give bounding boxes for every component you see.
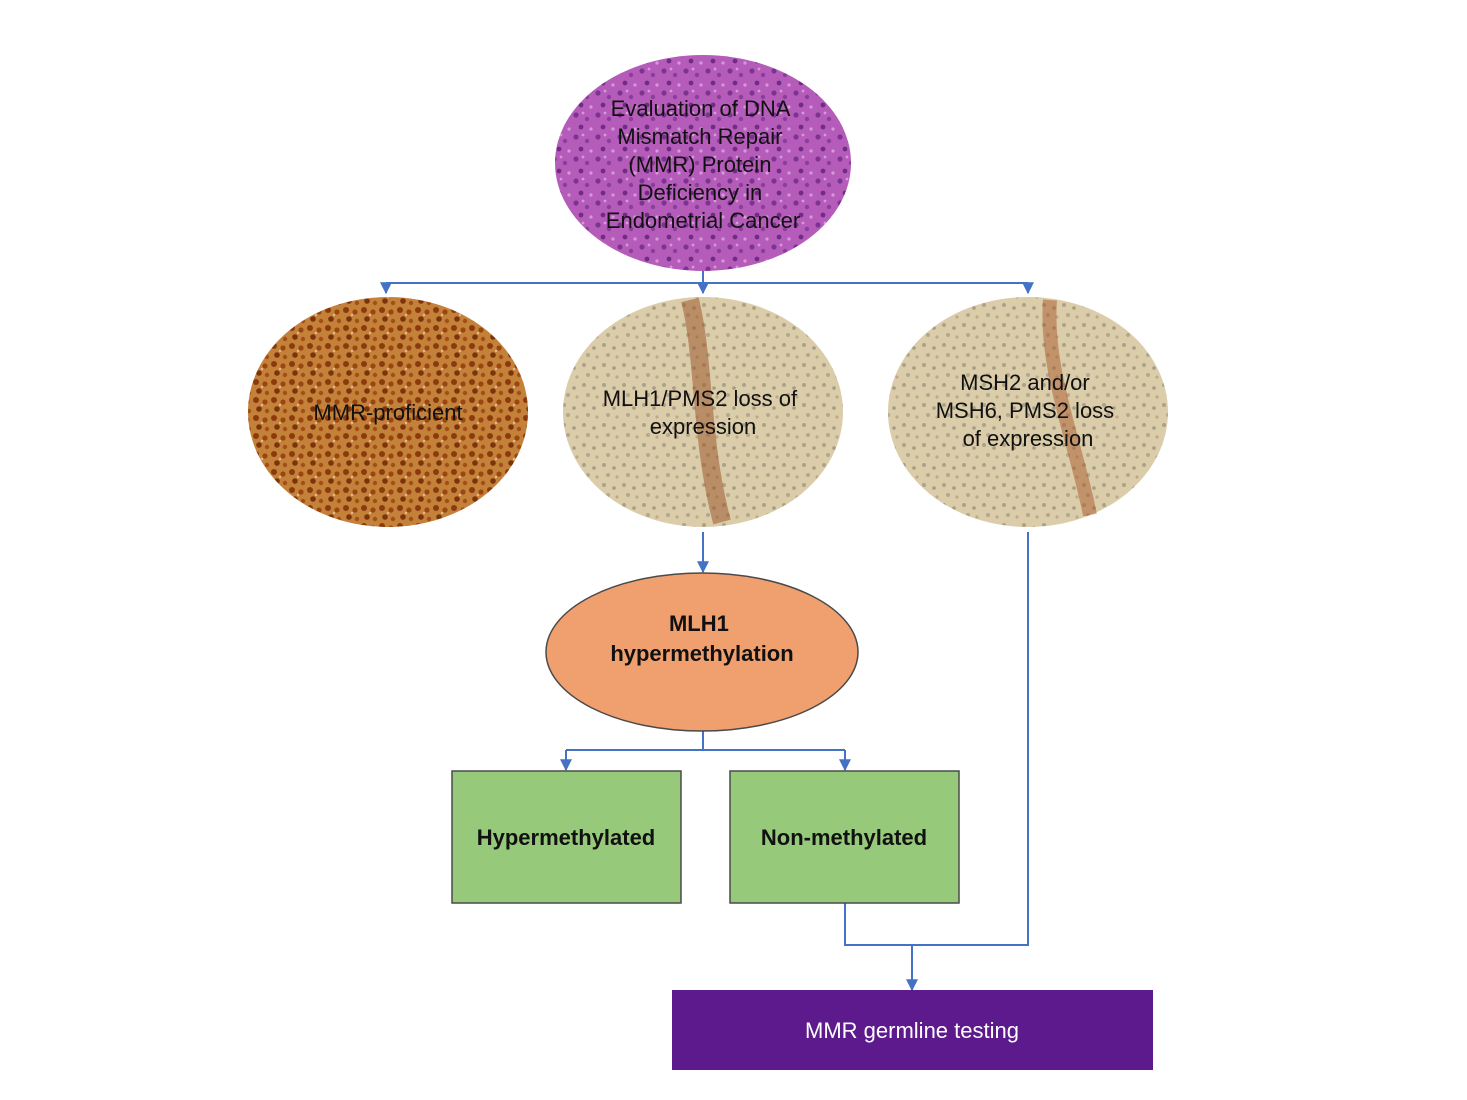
methylation-ellipse [545, 572, 859, 732]
svg-text:MMR-proficient: MMR-proficient [313, 400, 462, 425]
hypermethylated-box [451, 770, 682, 904]
root-line-3: (MMR) Protein [628, 152, 771, 177]
msh-loss-line-1: MSH2 and/or [960, 370, 1090, 395]
msh-loss-node: MSH2 and/or MSH6, PMS2 loss of expressio… [888, 297, 1168, 527]
germline-box [672, 990, 1153, 1070]
mlh1-loss-line-1: MLH1/PMS2 loss of [603, 386, 798, 411]
svg-text:Evaluation of DNA Mismat: Evaluation of DNA Mismatch Repair (MMR) … [606, 96, 800, 233]
non-methylated-box [729, 770, 960, 904]
msh-loss-to-join [912, 532, 1029, 946]
non-methylated-label: Non-methylated [761, 825, 927, 850]
non-methylated-node: Non-methylated [729, 770, 960, 904]
svg-text:MLH1/PMS2 loss of expres: MLH1/PMS2 loss of expression [603, 386, 804, 439]
root-line-2: Mismatch Repair [617, 124, 782, 149]
mlh1-loss-node: MLH1/PMS2 loss of expression [563, 297, 843, 527]
msh-loss-stroma-band [1042, 299, 1097, 517]
root-node: Evaluation of DNA Mismatch Repair (MMR) … [555, 55, 851, 271]
root-histology-image [555, 55, 851, 271]
proficient-line-1: MMR-proficient [313, 400, 462, 425]
proficient-ihc-image [248, 297, 528, 527]
non-methylated-to-join [844, 903, 912, 946]
hypermethylated-label: Hypermethylated [477, 825, 656, 850]
svg-text:MLH1 hypermethylation: MLH1 hypermethylation [610, 611, 793, 666]
proficient-node: MMR-proficient [248, 297, 528, 527]
msh-loss-ihc-image [888, 297, 1168, 527]
methylation-line-2: hypermethylation [610, 641, 793, 666]
hypermethylated-node: Hypermethylated [451, 770, 682, 904]
root-line-4: Deficiency in [638, 180, 763, 205]
msh-loss-line-3: of expression [963, 426, 1094, 451]
connectors [380, 268, 1034, 992]
root-line-1: Evaluation of DNA [611, 96, 791, 121]
germline-label: MMR germline testing [805, 1018, 1019, 1043]
mlh1-loss-line-2: expression [650, 414, 756, 439]
germline-node: MMR germline testing [672, 990, 1153, 1070]
svg-text:MSH2 and/or MSH6, PMS2 l: MSH2 and/or MSH6, PMS2 loss of expressio… [936, 370, 1121, 451]
root-line-5: Endometrial Cancer [606, 208, 800, 233]
msh-loss-line-2: MSH6, PMS2 loss [936, 398, 1115, 423]
methylation-line-1: MLH1 [669, 611, 729, 636]
mlh1-loss-stroma-band [681, 297, 731, 525]
methylation-node: MLH1 hypermethylation [545, 572, 859, 732]
